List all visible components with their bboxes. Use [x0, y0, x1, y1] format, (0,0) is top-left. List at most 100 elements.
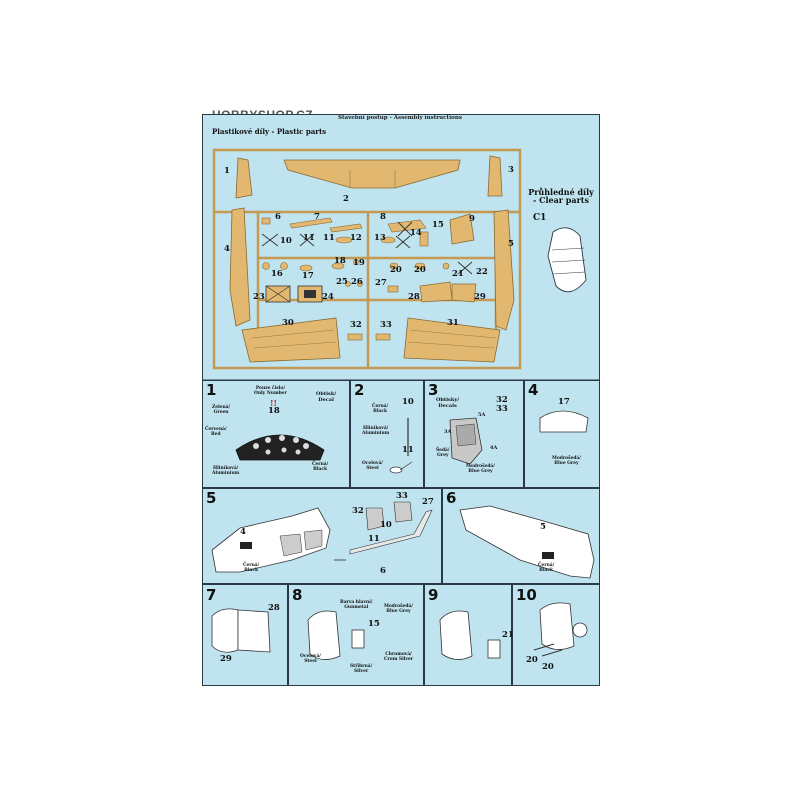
step2-steel-line2: Steel	[366, 466, 379, 472]
plastic-parts-title: Plastikové díly - Plastic parts	[212, 127, 327, 136]
part-4-fuselage-half	[229, 207, 251, 327]
step8-bgrey-line1: Modrošedá/	[384, 604, 413, 609]
step4-part-17: 17	[558, 397, 570, 407]
part-5-fuselage-half	[493, 209, 515, 331]
step8-gunmetal: Barva hlavní/ Gunmetal	[340, 600, 373, 610]
step8-silver-line1: Stříbrná/	[350, 664, 373, 669]
part-label-3: 3	[508, 165, 514, 175]
step1-decal: Obtisk/ Decal	[316, 391, 337, 404]
part-label-20a: 20	[390, 265, 402, 275]
part-17	[539, 410, 589, 433]
step-number-1: 1	[206, 381, 217, 399]
step4-blue-grey: Modrošedá/ Blue Grey	[552, 456, 581, 466]
part-label-18: 18	[334, 256, 346, 266]
part-label-23: 23	[253, 292, 265, 302]
step10-part-20b: 20	[542, 662, 554, 672]
step3-3a: 3A	[444, 429, 452, 435]
part-label-2: 2	[343, 194, 349, 204]
part-label-26: 26	[351, 277, 363, 287]
part-label-7: 7	[314, 212, 320, 222]
part-label-25: 25	[336, 277, 348, 287]
step-number-8: 8	[292, 586, 303, 604]
step-2-panel	[350, 380, 424, 488]
step2-black-line1: Černá/	[372, 404, 389, 409]
step8-gun-line2: Gunmetal	[344, 605, 369, 611]
step5-part-11: 11	[368, 534, 380, 544]
step-6-panel	[442, 488, 600, 584]
step6-part-5: 5	[540, 522, 546, 532]
step5-black-line2: Black	[244, 568, 259, 574]
step5-part-32: 32	[352, 506, 364, 516]
step-7-panel	[202, 584, 288, 686]
step-number-10: 10	[516, 586, 537, 604]
step8-steel-line2: Steel	[304, 659, 317, 665]
step8-part-15: 15	[368, 619, 380, 629]
fuselage-assembled-right	[459, 505, 595, 579]
part-label-9: 9	[469, 214, 475, 224]
step3-blue-grey: Modrošedá/ Blue Grey	[466, 464, 495, 474]
step1-alu-line1: Hliníková/	[212, 466, 239, 471]
step3-decals-line1: Obtisky/	[436, 397, 460, 403]
step-10-panel	[512, 584, 600, 686]
part-label-17: 17	[302, 271, 314, 281]
step3-part-32: 32	[496, 395, 508, 405]
step5-part-27: 27	[422, 497, 434, 507]
step5-part-4: 4	[240, 527, 246, 537]
step1-alu-line2: Aluminium	[212, 471, 240, 477]
step2-part-10: 10	[402, 397, 414, 407]
part-9	[449, 213, 475, 245]
step3-grey-line1: Šedá/	[436, 448, 450, 453]
step4-bgrey-line2: Blue Grey	[554, 461, 579, 467]
step3-decals: Obtisky/ Decals	[436, 397, 460, 410]
part-label-10: 10	[280, 236, 292, 246]
step8-silver-line2: Silver	[354, 669, 369, 675]
step8-blue-grey: Modrošedá/ Blue Grey	[384, 604, 413, 614]
part-label-6: 6	[275, 212, 281, 222]
step1-decal-line2: Decal	[318, 396, 334, 403]
part-label-32: 32	[350, 320, 362, 330]
step2-aluminium: Hliníková/ Aluminium	[362, 426, 389, 436]
step3-decals-line2: Decals	[438, 402, 457, 409]
step5-black-line1: Černá/	[243, 563, 260, 568]
step1-decal-line1: Obtisk/	[316, 391, 337, 397]
step1-red-line1: Červená/	[205, 427, 227, 432]
clear-parts-title: Průhledné díly - Clear parts	[528, 188, 594, 204]
step-number-5: 5	[206, 489, 217, 507]
part-label-15: 15	[432, 220, 444, 230]
step-3-panel	[424, 380, 524, 488]
part-label-30: 30	[282, 318, 294, 328]
instrument-panel	[235, 434, 325, 461]
step-4-panel	[524, 380, 600, 488]
part-label-22: 22	[476, 267, 488, 277]
part-label-29: 29	[474, 292, 486, 302]
part-label-31: 31	[447, 318, 459, 328]
step1-only-number-line2: Only Number	[254, 391, 287, 397]
part-label-21: 21	[452, 269, 464, 279]
step2-steel-line1: Ocelová/	[362, 461, 383, 466]
part-29	[451, 283, 477, 303]
step8-chrome-line2: Crom Silver	[384, 657, 414, 663]
clear-title-line2: - Clear parts	[533, 195, 589, 205]
part-label-20b: 20	[414, 265, 426, 275]
step1-only-number-line1: Pouze číslo/	[255, 386, 285, 391]
step6-black: Černá/ Black	[538, 563, 554, 573]
step8-steel-line1: Ocelová/	[300, 654, 321, 659]
step1-aluminium: Hliníková/ Aluminium	[212, 466, 239, 476]
step2-alu-line1: Hliníková/	[362, 426, 389, 431]
step1-black-line2: Black	[313, 467, 328, 473]
step1-part-18: 18	[268, 406, 280, 416]
part-label-16: 16	[271, 269, 283, 279]
step3-grey-line2: Grey	[437, 453, 449, 459]
part-3-rudder	[487, 155, 503, 197]
part-label-27: 27	[375, 278, 387, 288]
step-number-4: 4	[528, 381, 539, 399]
part-label-33: 33	[380, 320, 392, 330]
part-label-28: 28	[408, 292, 420, 302]
step3-5a: 5A	[478, 412, 486, 418]
part-label-8: 8	[380, 212, 386, 222]
part-28	[419, 281, 453, 303]
part-label-13: 13	[374, 233, 386, 243]
part-1-rudder	[235, 157, 253, 199]
step1-black: Černá/ Black	[312, 462, 328, 472]
